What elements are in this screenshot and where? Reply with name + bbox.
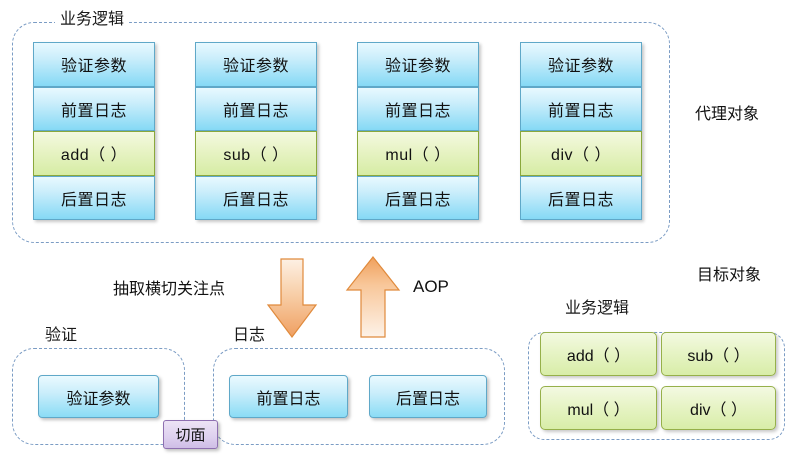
proxy-cell-validate: 验证参数 [195,42,317,87]
aop-label: AOP [413,277,449,296]
before-log-box: 前置日志 [229,375,348,418]
target-business-logic-container [528,332,785,440]
validation-group-label: 验证 [40,327,83,345]
proxy-cell-before-log: 前置日志 [357,86,479,131]
proxy-cell-after-log: 后置日志 [195,175,317,220]
proxy-cell-before-log: 前置日志 [195,86,317,131]
proxy-cell-after-log: 后置日志 [520,175,642,220]
proxy-cell-before-log: 前置日志 [520,86,642,131]
extract-crosscutting-label: 抽取横切关注点 [113,281,226,298]
target-method-sub: sub（ ） [661,332,776,376]
logging-group-label: 日志 [228,327,271,345]
target-method-add: add（ ） [540,332,657,376]
proxy-cell-method: div（ ） [520,131,642,176]
proxy-cell-validate: 验证参数 [357,42,479,87]
up-arrow-icon [345,256,401,347]
target-object-side-label: 目标对象 [697,267,762,284]
proxy-cell-method: sub（ ） [195,131,317,176]
proxy-object-side-label: 代理对象 [695,106,760,123]
proxy-cell-after-log: 后置日志 [33,175,155,220]
proxy-cell-validate: 验证参数 [520,42,642,87]
logging-group-container [213,348,505,445]
target-method-div: div（ ） [661,386,776,430]
validation-param-box: 验证参数 [38,375,159,418]
proxy-card-div: 验证参数 前置日志 div（ ） 后置日志 [520,42,642,220]
proxy-cell-method: mul（ ） [357,131,479,176]
proxy-cell-validate: 验证参数 [33,42,155,87]
proxy-business-logic-label: 业务逻辑 [55,11,130,29]
after-log-box: 后置日志 [369,375,487,418]
target-business-logic-label: 业务逻辑 [560,300,635,318]
validation-group-container [12,348,185,445]
aspect-tag: 切面 [163,420,218,449]
proxy-card-mul: 验证参数 前置日志 mul（ ） 后置日志 [357,42,479,220]
proxy-cell-after-log: 后置日志 [357,175,479,220]
proxy-object-container [12,22,670,243]
proxy-cell-method: add（ ） [33,131,155,176]
target-method-mul: mul（ ） [540,386,657,430]
proxy-cell-before-log: 前置日志 [33,86,155,131]
down-arrow-icon [266,258,318,347]
proxy-card-add: 验证参数 前置日志 add（ ） 后置日志 [33,42,155,220]
proxy-card-sub: 验证参数 前置日志 sub（ ） 后置日志 [195,42,317,220]
